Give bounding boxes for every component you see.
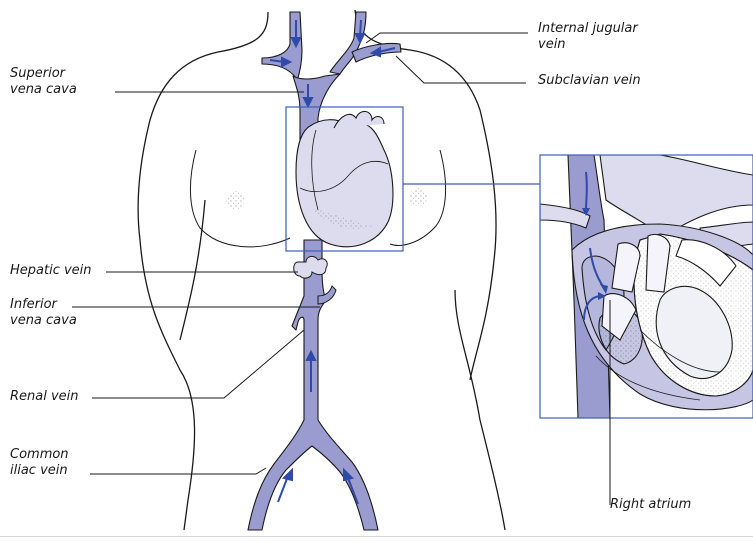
label-common-iliac-vein: Common iliac vein [10, 447, 69, 479]
bottom-divider [0, 536, 753, 537]
heart-inset [540, 155, 753, 418]
label-superior-vena-cava: Superior vena cava [10, 66, 77, 98]
nipple-left [226, 191, 244, 209]
label-hepatic-vein: Hepatic vein [10, 263, 92, 279]
leader-internal-jugular [366, 33, 528, 43]
label-internal-jugular: Internal jugular vein [538, 21, 638, 53]
label-right-atrium: Right atrium [610, 497, 691, 513]
flow-arrows [270, 20, 395, 504]
label-inferior-vena-cava: Inferior vena cava [10, 297, 77, 329]
leader-common-iliac [90, 468, 266, 474]
nipple-right [409, 188, 427, 206]
label-renal-vein: Renal vein [10, 389, 79, 405]
leader-renal [92, 330, 304, 398]
leader-lines [72, 33, 610, 505]
heart [296, 111, 393, 246]
leader-subclavian [396, 56, 526, 83]
label-subclavian: Subclavian vein [538, 73, 641, 89]
